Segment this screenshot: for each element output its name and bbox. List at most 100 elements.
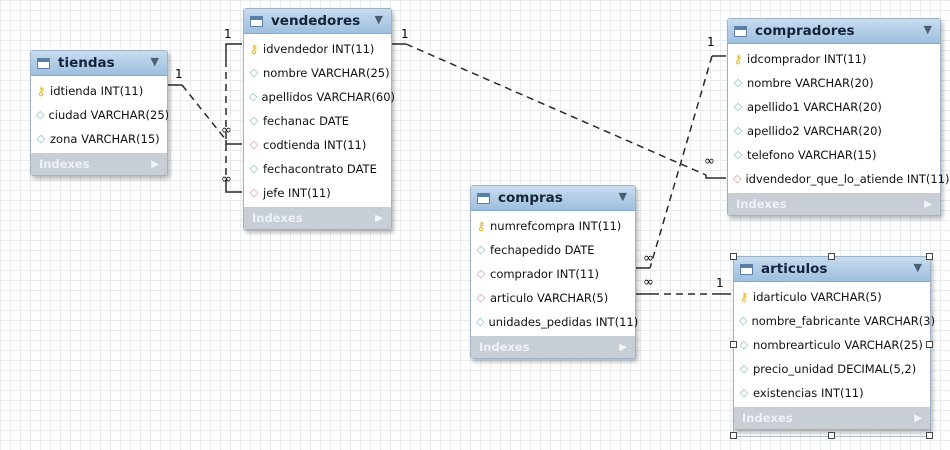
- primary-key-icon: ⚷: [733, 52, 743, 66]
- rel-vendedores-compradores-end[interactable]: [705, 175, 726, 179]
- card-compras-articulo-many: ∞: [643, 275, 654, 290]
- column-text: idtienda INT(11): [50, 84, 144, 98]
- column-row[interactable]: ◇idvendedor_que_lo_atiende INT(11): [728, 167, 950, 191]
- foreign-key-icon: ◇: [476, 267, 486, 280]
- collapse-toggle-icon[interactable]: ▼: [374, 13, 383, 26]
- table-header[interactable]: articulos ▼: [734, 257, 930, 282]
- collapse-toggle-icon[interactable]: ▼: [913, 261, 922, 274]
- column-row[interactable]: ◇nombre VARCHAR(20): [728, 71, 940, 95]
- column-icon: ◇: [739, 386, 749, 399]
- table-title: vendedores: [271, 13, 361, 29]
- indexes-section[interactable]: Indexes▶: [471, 336, 635, 358]
- column-row[interactable]: ◇unidades_pedidas INT(11): [471, 310, 638, 334]
- card-compradores-many: ∞: [704, 154, 715, 169]
- column-icon: ◇: [733, 100, 743, 113]
- table-header[interactable]: vendedores ▼: [244, 9, 391, 34]
- column-icon: ◇: [249, 90, 258, 103]
- rel-vendedores-compradores-dash[interactable]: [405, 43, 707, 176]
- column-text: nombre_fabricante VARCHAR(3): [751, 314, 936, 328]
- resize-handle-bottom-left[interactable]: [730, 432, 737, 439]
- expand-arrow-icon[interactable]: ▶: [924, 198, 932, 210]
- table-vendedores[interactable]: vendedores ▼ ⚷idvendedor INT(11) ◇nombre…: [243, 8, 395, 230]
- table-header[interactable]: compras ▼: [471, 186, 635, 211]
- indexes-label: Indexes: [252, 211, 303, 225]
- table-icon: [734, 25, 747, 37]
- expand-arrow-icon[interactable]: ▶: [151, 158, 159, 170]
- indexes-label: Indexes: [742, 411, 793, 425]
- resize-handle-bottom-right[interactable]: [926, 432, 933, 439]
- column-row[interactable]: ⚷ idtienda INT(11): [31, 79, 167, 103]
- expand-arrow-icon[interactable]: ▶: [914, 412, 922, 424]
- column-row[interactable]: ◇ comprador INT(11): [471, 262, 635, 286]
- column-row[interactable]: ◇ciudad VARCHAR(25): [31, 103, 170, 127]
- column-row[interactable]: ◇fechanac DATE: [244, 109, 391, 133]
- resize-handle-bottom-center[interactable]: [828, 432, 835, 439]
- column-row[interactable]: ◇ apellido2 VARCHAR(20): [728, 119, 940, 143]
- column-text: ciudad VARCHAR(25): [48, 108, 170, 122]
- collapse-toggle-icon[interactable]: ▼: [618, 190, 627, 203]
- collapse-toggle-icon[interactable]: ▼: [923, 23, 932, 36]
- column-row[interactable]: ◇fechacontrato DATE: [244, 157, 391, 181]
- column-icon: ◇: [476, 243, 486, 256]
- rel-tiendas-vendedores-end[interactable]: [225, 140, 242, 145]
- column-row[interactable]: ◇nombrearticulo VARCHAR(25): [734, 333, 930, 357]
- card-compradores-one: 1: [707, 35, 715, 49]
- column-text: existencias INT(11): [753, 386, 864, 400]
- column-row[interactable]: ◇nombre VARCHAR(25): [244, 61, 391, 85]
- column-row[interactable]: ⚷ idcomprador INT(11): [728, 47, 940, 71]
- column-icon: ◇: [36, 132, 46, 145]
- rel-vendedores-self-bottom[interactable]: [225, 180, 242, 193]
- expand-arrow-icon[interactable]: ▶: [619, 341, 627, 353]
- column-row[interactable]: ◇articulo VARCHAR(5): [471, 286, 635, 310]
- table-compradores[interactable]: compradores ▼ ⚷ idcomprador INT(11) ◇nomb…: [727, 18, 950, 216]
- column-row[interactable]: ◇nombre_fabricante VARCHAR(3): [734, 309, 935, 333]
- column-row[interactable]: ◇ existencias INT(11): [734, 381, 930, 405]
- table-icon: [250, 15, 263, 27]
- resize-handle-top-center[interactable]: [828, 253, 835, 260]
- table-header[interactable]: compradores ▼: [728, 19, 940, 44]
- column-row[interactable]: ⚷idarticulo VARCHAR(5): [734, 285, 930, 309]
- column-text: nombrearticulo VARCHAR(25): [753, 338, 923, 352]
- table-icon: [477, 192, 490, 204]
- column-row[interactable]: ◇apellidos VARCHAR(60): [244, 85, 395, 109]
- column-row[interactable]: ⚷idvendedor INT(11): [244, 37, 391, 61]
- column-row[interactable]: ◇fechapedido DATE: [471, 238, 635, 262]
- primary-key-icon: ⚷: [36, 84, 46, 98]
- column-text: apellido2 VARCHAR(20): [747, 124, 882, 138]
- resize-handle-top-left[interactable]: [730, 253, 737, 260]
- indexes-section[interactable]: Indexes▶: [31, 153, 167, 175]
- table-tiendas[interactable]: tiendas ▼ ⚷ idtienda INT(11) ◇ciudad VARC…: [30, 50, 170, 176]
- expand-arrow-icon[interactable]: ▶: [375, 212, 383, 224]
- column-row[interactable]: ◇telefono VARCHAR(15): [728, 143, 940, 167]
- column-row[interactable]: ◇apellido1 VARCHAR(20): [728, 95, 940, 119]
- table-header[interactable]: tiendas ▼: [31, 51, 167, 76]
- column-row[interactable]: ◇codtienda INT(11): [244, 133, 391, 157]
- indexes-section[interactable]: Indexes▶: [728, 193, 940, 215]
- indexes-section[interactable]: Indexes ▶: [734, 407, 930, 429]
- indexes-section[interactable]: Indexes ▶: [244, 207, 391, 229]
- column-row[interactable]: ◇jefe INT(11): [244, 181, 391, 205]
- column-text: idvendedor INT(11): [263, 42, 375, 56]
- column-icon: ◇: [733, 76, 743, 89]
- rel-compradores-compras-dash[interactable]: [649, 55, 713, 269]
- column-icon: ◇: [733, 124, 743, 137]
- column-text: idcomprador INT(11): [747, 52, 867, 66]
- resize-handle-middle-left[interactable]: [730, 341, 737, 348]
- column-text: comprador INT(11): [490, 267, 599, 281]
- card-compras-comprador-many: ∞: [643, 251, 654, 266]
- column-row[interactable]: ◇zona VARCHAR(15): [31, 127, 167, 151]
- table-articulos[interactable]: articulos ▼ ⚷idarticulo VARCHAR(5) ◇nomb…: [733, 256, 935, 430]
- card-vendedores-self-one: 1: [224, 27, 232, 41]
- table-title: compradores: [755, 23, 855, 39]
- resize-handle-top-right[interactable]: [926, 253, 933, 260]
- card-tiendas-one: 1: [175, 67, 183, 81]
- rel-tiendas-vendedores-dash[interactable]: [181, 84, 227, 141]
- column-row[interactable]: ⚷numrefcompra INT(11): [471, 214, 635, 238]
- table-compras[interactable]: compras ▼ ⚷numrefcompra INT(11) ◇fechape…: [470, 185, 638, 359]
- collapse-toggle-icon[interactable]: ▼: [150, 55, 159, 68]
- rel-vendedores-self-top[interactable]: [225, 43, 242, 60]
- column-row[interactable]: ◇precio_unidad DECIMAL(5,2): [734, 357, 930, 381]
- resize-handle-middle-right[interactable]: [926, 341, 933, 348]
